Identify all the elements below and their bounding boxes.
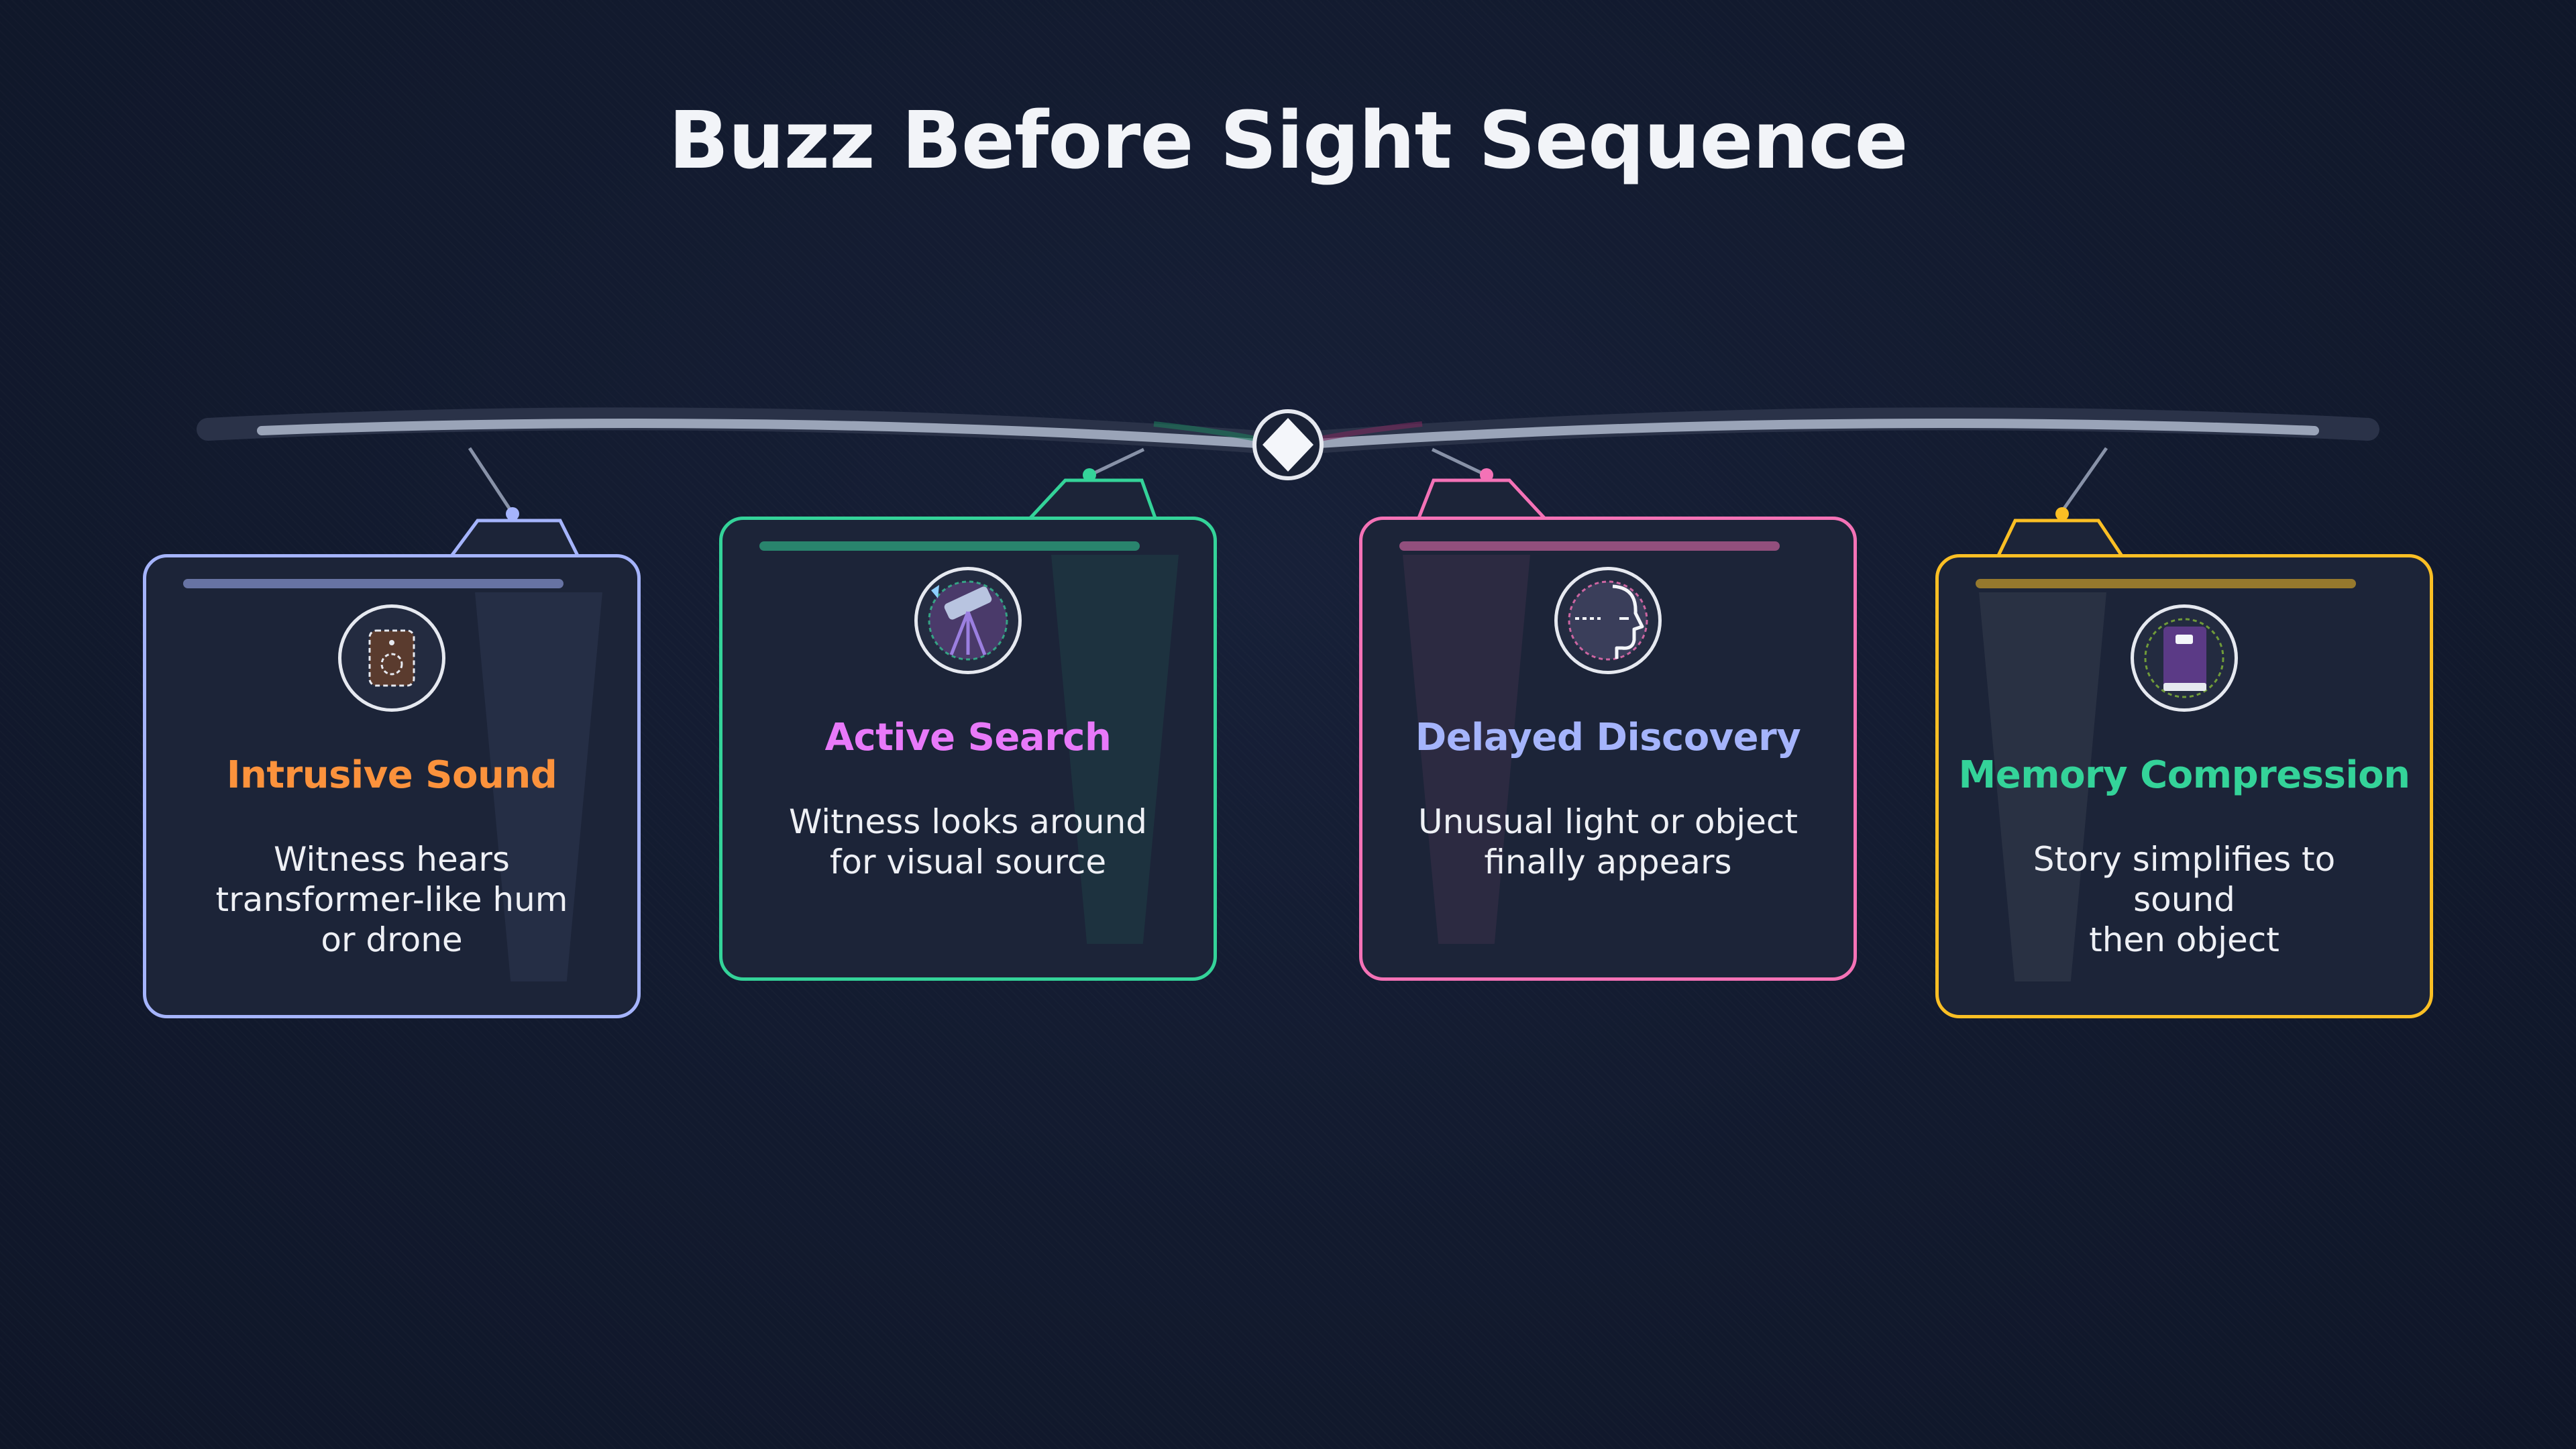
speaker-icon (368, 629, 415, 687)
card-body: Unusual light or object finally appears (1403, 802, 1813, 882)
hanger-tab-2 (1029, 478, 1157, 519)
card-heading: Active Search (824, 716, 1112, 759)
card-heading: Intrusive Sound (226, 753, 557, 797)
hanger-tab-4 (1996, 519, 2125, 558)
telescope-icon (928, 580, 1008, 661)
card-topbar (183, 579, 564, 588)
hanger-tab-1 (449, 519, 580, 558)
hanger-dot-3 (1480, 468, 1493, 482)
card-body: Witness hears transformer-like hum or dr… (186, 839, 597, 960)
card-memory-compression: Memory Compression Story simplifies to s… (1935, 554, 2433, 1018)
hanger-dot-4 (2055, 507, 2069, 521)
card-body-line: finally appears (1484, 843, 1732, 881)
icon-badge (1554, 567, 1662, 674)
hanger-line-3 (1431, 447, 1487, 477)
fulcrum-diamond-icon (1263, 418, 1313, 472)
card-body-line: Story simplifies to sound (2033, 840, 2336, 919)
card-active-search: Active Search Witness looks around for v… (719, 517, 1217, 981)
hanger-dot-2 (1083, 468, 1096, 482)
icon-badge (2131, 604, 2238, 712)
icon-badge (338, 604, 445, 712)
hanger-line-4 (2060, 447, 2108, 513)
card-body-line: Witness hears (274, 840, 510, 879)
book-icon (2144, 618, 2224, 698)
icon-badge (914, 567, 1022, 674)
card-body-line: Witness looks around (788, 802, 1148, 841)
card-heading: Memory Compression (1958, 753, 2410, 797)
card-body-line: or drone (321, 920, 463, 959)
hanger-line-1 (468, 447, 513, 513)
card-body-line: then object (2089, 920, 2279, 959)
page-title: Buzz Before Sight Sequence (668, 94, 1909, 186)
card-body-line: for visual source (829, 843, 1107, 881)
hanger-dot-1 (506, 507, 519, 521)
face-profile-icon (1568, 580, 1648, 661)
card-topbar (759, 541, 1140, 551)
card-intrusive-sound: Intrusive Sound Witness hears transforme… (143, 554, 641, 1018)
card-body-line: transformer-like hum (215, 880, 568, 919)
card-body: Story simplifies to sound then object (1979, 839, 2390, 960)
card-topbar (1399, 541, 1780, 551)
card-body: Witness looks around for visual source (763, 802, 1173, 882)
card-topbar (1976, 579, 2356, 588)
card-heading: Delayed Discovery (1415, 716, 1801, 759)
card-delayed-discovery: Delayed Discovery Unusual light or objec… (1359, 517, 1857, 981)
hanger-line-2 (1089, 447, 1145, 477)
card-body-line: Unusual light or object (1418, 802, 1798, 841)
hanger-tab-3 (1417, 478, 1546, 519)
